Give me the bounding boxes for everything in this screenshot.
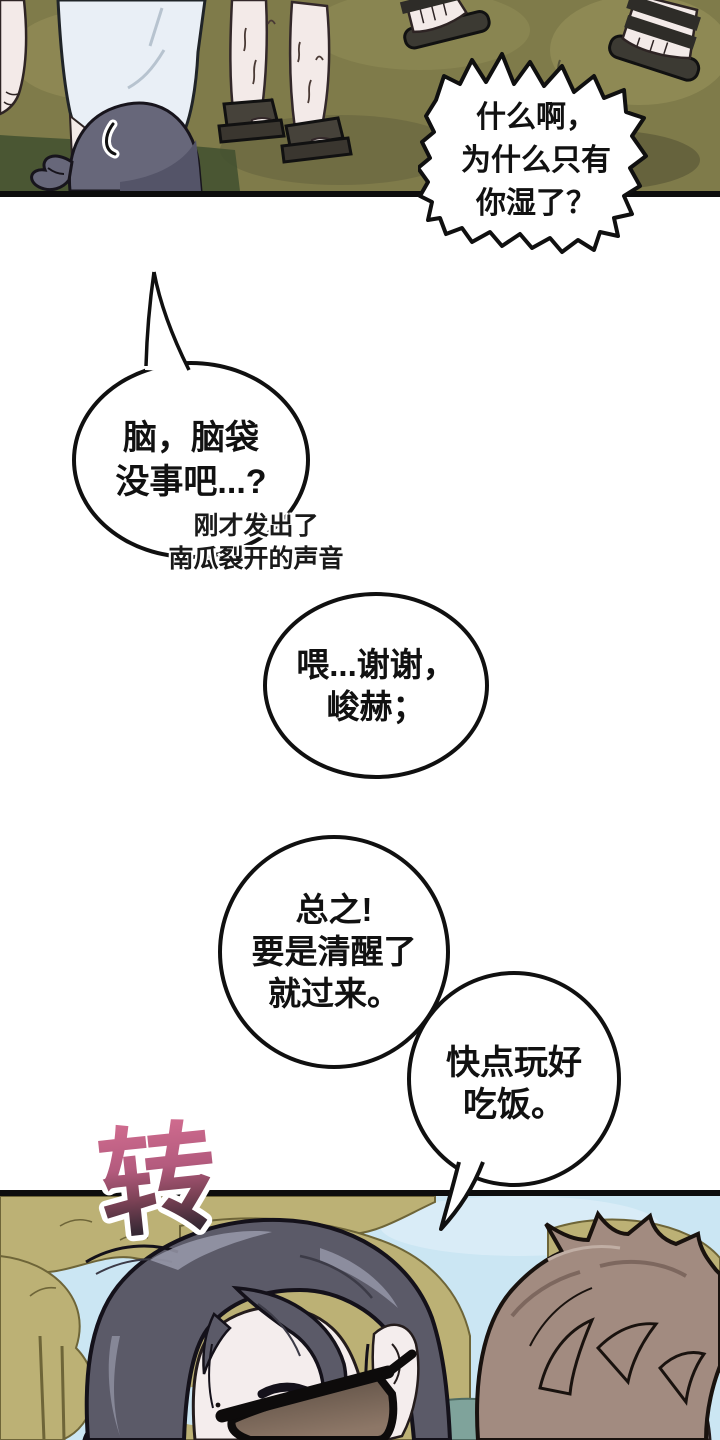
left-arm	[0, 0, 28, 116]
slide-sandals	[217, 98, 353, 164]
speech-bubble-5: 快点玩好 吃饭。	[407, 971, 621, 1187]
speech-bubble-3: 喂...谢谢， 峻赫；	[263, 592, 489, 779]
caption-line2: 南瓜裂开的声音	[168, 545, 344, 573]
wet-legs	[217, 0, 353, 164]
caption-text: 刚才发出了 南瓜裂开的声音	[150, 510, 362, 576]
crouching-person-bandana	[30, 101, 203, 191]
bubble5-line2: 吃饭。	[463, 1086, 565, 1124]
bubble1-line3: 你湿了？	[476, 186, 596, 220]
sweat-doodle	[102, 119, 120, 159]
character-left-sunglasses	[84, 1217, 453, 1440]
bubble1-line2: 为什么只有	[461, 143, 611, 177]
speech-bubble-5-tail	[439, 1160, 485, 1231]
speech-bubble-4: 总之! 要是清醒了 就过来。	[218, 835, 450, 1069]
caption-line1: 刚才发出了	[193, 512, 319, 540]
bubble2-line1: 脑，脑袋	[123, 419, 259, 457]
speech-bubble-2: 脑，脑袋 没事吧...?	[72, 361, 310, 559]
mole	[215, 1402, 221, 1408]
sfx-text: 转	[93, 1110, 224, 1254]
bubble2-line2: 没事吧...?	[115, 463, 267, 501]
panel-bottom-art	[0, 1196, 720, 1440]
speech-bubble-2-tail	[144, 271, 191, 372]
bubble5-line1: 快点玩好	[446, 1044, 582, 1082]
bubble3-line1: 喂...谢谢，	[296, 645, 456, 683]
bubble3-line2: 峻赫；	[326, 687, 426, 725]
speech-bubble-1-shape	[418, 52, 648, 254]
fringe-right	[510, 1245, 707, 1406]
bubble1-line1: 什么啊，	[476, 100, 596, 134]
bubble4-line1: 总之!	[295, 891, 373, 928]
sfx-turn: 转	[87, 1105, 229, 1256]
sunglasses	[215, 1349, 417, 1440]
speech-bubble-1: 什么啊， 为什么只有 你湿了？	[440, 88, 632, 232]
sitting-person-feet	[399, 0, 701, 82]
bubble4-line3: 就过来。	[268, 975, 400, 1012]
character-right-brown-hair	[475, 1209, 720, 1440]
panel-bottom-outdoor	[0, 1190, 720, 1440]
bubble4-line2: 要是清醒了	[251, 933, 417, 970]
